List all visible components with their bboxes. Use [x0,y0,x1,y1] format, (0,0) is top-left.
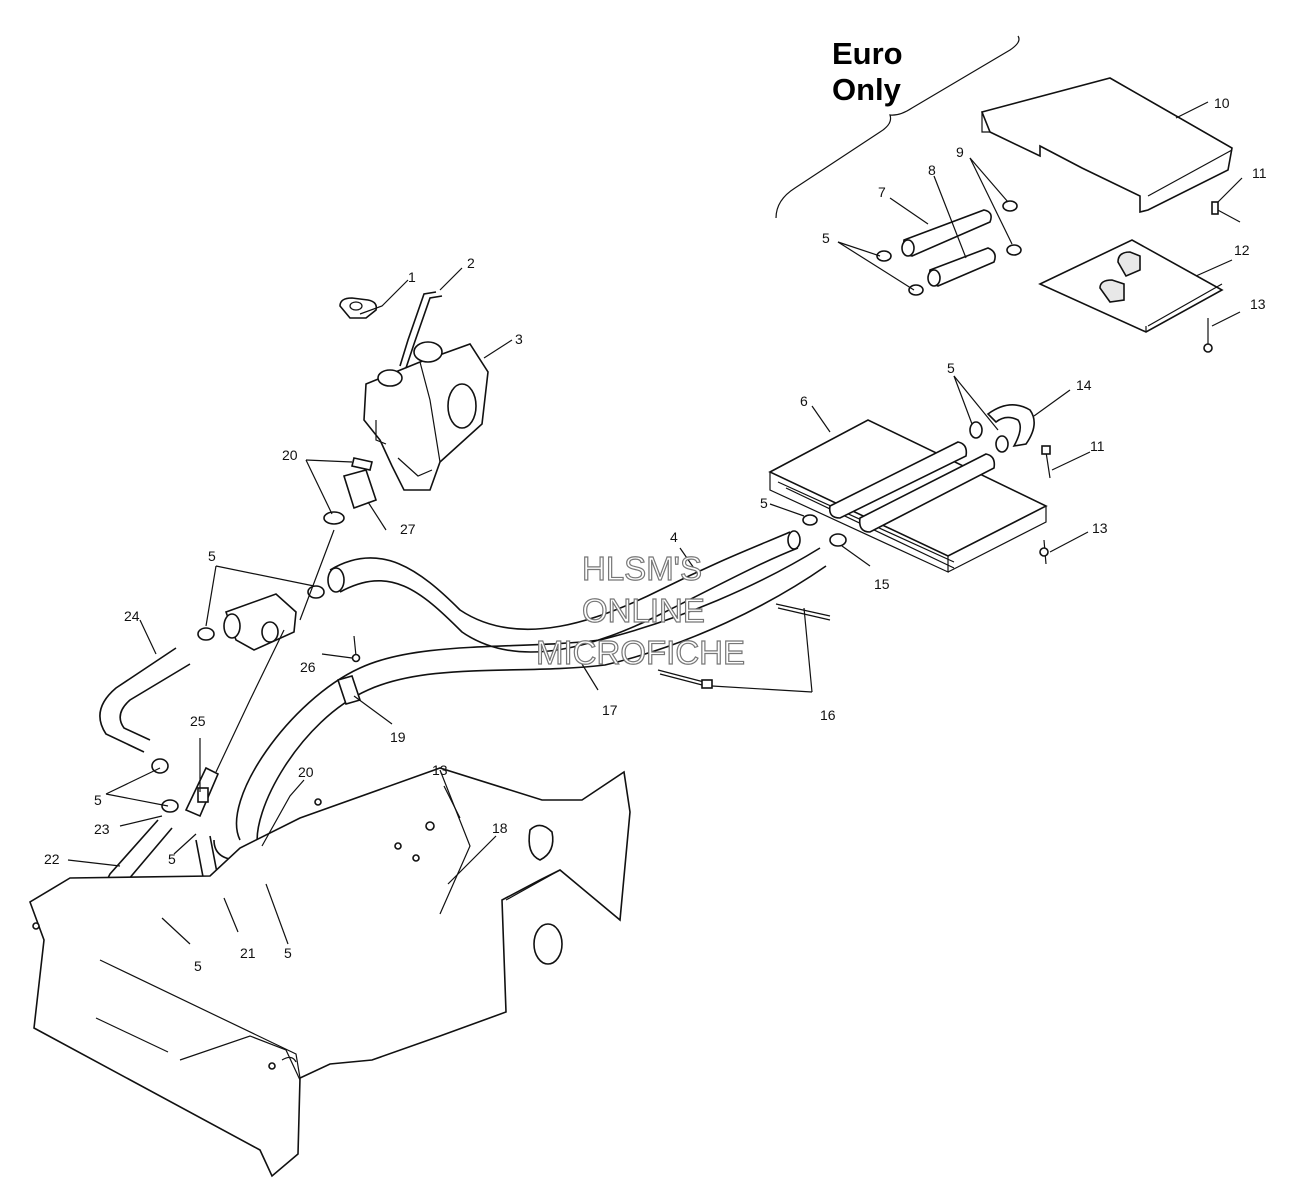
hoses-part-7-8 [901,209,996,287]
callout-5b: 5 [947,360,955,376]
callout-16: 16 [820,707,836,723]
elbow-part-14 [969,404,1035,453]
euro-only-line2: Only [832,72,902,107]
hose-part-4 [327,530,801,653]
callout-19: 19 [390,729,406,745]
callout-8: 8 [928,162,936,178]
callout-12: 12 [1234,242,1250,258]
callout-25: 25 [190,713,206,729]
callout-6: 6 [800,393,808,409]
callout-5h: 5 [284,945,292,961]
screw-part-13-top [1203,318,1213,353]
bracket-part-19 [336,675,362,705]
screw-part-11-lower [1041,445,1051,479]
cap-part-1 [339,297,378,319]
clamps-near-exchanger [802,514,847,547]
screw-part-11 [1211,201,1241,223]
watermark: HLSM'S ONLINE MICROFICHE [535,549,745,671]
callout-11a: 11 [1252,165,1267,181]
callout-22: 22 [44,851,60,867]
callout-14: 14 [1076,377,1092,393]
callout-5c: 5 [760,495,768,511]
callout-3: 3 [515,331,523,347]
connector-part-27 [342,469,378,510]
callout-27: 27 [400,521,416,537]
plate-part-12 [1038,239,1224,333]
callout-15: 15 [874,576,890,592]
tank-part-3 [363,341,489,491]
clip-part-26 [351,635,361,663]
hose-part-2 [399,291,443,369]
callout-11b: 11 [1090,438,1105,454]
callout-23: 23 [94,821,110,837]
cover-part-10 [980,77,1233,214]
callout-labels: 1 2 3 4 5 5 5 5 5 5 5 5 5 6 7 8 9 10 11 … [44,95,1267,974]
callout-2: 2 [467,255,475,271]
callout-13a: 13 [1250,296,1266,312]
watermark-line1: HLSM'S [582,550,702,587]
callout-18: 18 [492,820,508,836]
callout-21: 21 [240,945,256,961]
tee-part-25 [184,766,220,818]
euro-only-line1: Euro [832,36,903,71]
callout-10: 10 [1214,95,1230,111]
callout-5f: 5 [168,851,176,867]
leader-lines [67,101,1243,945]
callout-9: 9 [956,144,964,160]
callout-13b: 13 [1092,520,1108,536]
clamps-euro-group [876,200,1022,296]
callout-1: 1 [408,269,416,285]
heat-exchanger-part-6 [768,419,1048,573]
hose-part-24 [99,647,191,753]
callout-4: 4 [670,529,678,545]
callout-17: 17 [602,702,618,718]
callout-20b: 20 [298,764,314,780]
watermark-line2: ONLINE [582,592,705,629]
callout-5e: 5 [94,792,102,808]
screw-part-13-mid [1039,539,1049,565]
junction-block [223,593,297,651]
floor-tray-part-18 [29,767,631,1178]
watermark-line3: MICROFICHE [536,634,745,671]
callout-13c: 13 [432,762,448,778]
clamp-part-20-top [323,457,373,525]
callout-5g: 5 [194,958,202,974]
callout-26: 26 [300,659,316,675]
callout-5a: 5 [822,230,830,246]
callout-7: 7 [878,184,886,200]
callout-20a: 20 [282,447,298,463]
tubes-on-exchanger [828,441,996,533]
callout-24: 24 [124,608,140,624]
callout-5d: 5 [208,548,216,564]
euro-only-bracket [775,35,1020,219]
